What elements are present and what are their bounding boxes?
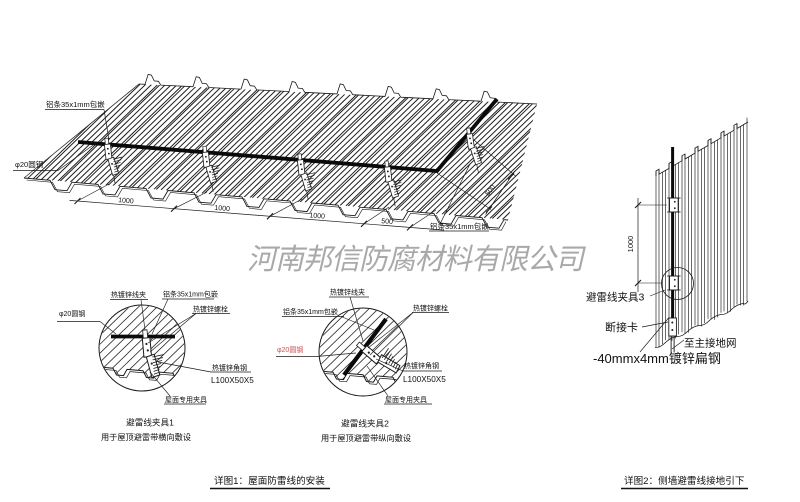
label-alu-strip-top: 铝条35x1mm包嵌 [46, 99, 105, 109]
d1-label-alu-strip: 铝条35x1mm包嵌 [163, 290, 218, 299]
roof-ridge-edge [138, 73, 538, 105]
dimension-line-roof [69, 183, 445, 231]
detail-view-clamp1: 热镀锌线夹 铝条35x1mm包嵌 热镀锌螺栓 φ20圆钢 热镀锌角钢 L100X… [57, 290, 254, 442]
detail1-labels: 热镀锌线夹 铝条35x1mm包嵌 热镀锌螺栓 φ20圆钢 热镀锌角钢 L100X… [59, 290, 254, 405]
d2-label-round-steel: φ20圆钢 [277, 345, 303, 354]
roof-front-edge [23, 177, 509, 229]
wall-labels: 避雷线夹具3 断接卡 至主接地网 -40mmx4mm镀锌扁钢 [586, 289, 737, 366]
d1-label-bolts: 热镀锌螺栓 [193, 305, 228, 314]
detail2-title: 避雷线夹具2 [341, 418, 389, 429]
detail1-leaders [57, 298, 251, 405]
w-label-flat-steel: -40mmx4mm镀锌扁钢 [593, 351, 721, 366]
detail2-subtitle: 用于屋顶避雷带纵向敷设 [321, 433, 411, 443]
wall-top-edge [655, 121, 749, 176]
w-label-clamp3: 避雷线夹具3 [586, 291, 644, 304]
figure-captions: 详图1：屋面防雷线的安装 详图2：侧墙避雷线接地引下 [210, 475, 748, 490]
d1-label-angle-spec: L100X50X5 [211, 376, 254, 385]
d2-label-roof-clamp: 屋面专用夹具 [385, 395, 427, 404]
wall-dim-label: 1000 [626, 236, 635, 253]
w-label-disconnect: 断接卡 [605, 320, 638, 334]
roof-labels: 铝条35x1mm包嵌 φ20圆钢 铝条35x1mm包嵌 [13, 99, 489, 232]
d1-label-roof-clamp: 屋面专用夹具 [165, 395, 207, 404]
dim-label-seg4: 500 [381, 218, 393, 226]
figure2-caption: 详图2：侧墙避雷线接地引下 [624, 475, 745, 487]
company-watermark: 河南邦信防腐材料有限公司 [245, 243, 588, 276]
dim-label-seg1: 1000 [118, 197, 134, 205]
d2-label-angle-steel: 热镀锌角钢 [404, 361, 439, 370]
lightning-conductor-line [77, 97, 499, 173]
dimension-line-diagonal [436, 139, 517, 215]
dim-label-seg3: 1000 [309, 212, 325, 220]
wall-clamp [667, 275, 681, 291]
wall-side-view: 1000 避雷线夹具3 断接卡 至主接地网 -40mmx4mm镀锌扁钢 [586, 117, 749, 366]
d1-label-round-steel: φ20圆钢 [59, 309, 85, 318]
d2-label-alu-strip: 铝条35x1mm包嵌 [283, 307, 338, 316]
detail1-subtitle: 用于屋顶避雷带横向敷设 [101, 432, 191, 442]
detail1-title: 避雷线夹具1 [126, 417, 174, 428]
figure1-caption: 详图1：屋面防雷线的安装 [214, 475, 325, 487]
detail2-labels: 热镀锌线夹 铝条35x1mm包嵌 热镀锌螺栓 φ20圆钢 热镀锌角钢 L100X… [277, 288, 448, 405]
roof-isometric-view: 1000 1000 1000 500 500 铝条35x1mm包嵌 φ20圆钢 … [13, 73, 538, 232]
d2-label-bolts: 热镀锌螺栓 [413, 304, 448, 313]
dimension-line-wall [634, 198, 667, 292]
wall-clamp [667, 197, 681, 213]
d1-label-wire-clip: 热镀锌线夹 [111, 290, 146, 299]
d2-label-angle-spec: L100X50X5 [403, 375, 446, 384]
label-alu-strip-right: 铝条35x1mm包嵌 [430, 221, 489, 231]
detail2-leaders [276, 296, 449, 405]
wall-detail-circle [661, 267, 694, 300]
d2-label-wire-clip: 热镀锌线夹 [330, 288, 365, 297]
d1-label-angle-steel: 热镀锌角钢 [212, 363, 247, 372]
w-label-to-ground: 至主接地网 [684, 337, 737, 350]
disconnect-link [668, 317, 677, 337]
label-round-steel: φ20圆钢 [15, 159, 43, 169]
dim-label-seg2: 1000 [214, 205, 230, 213]
